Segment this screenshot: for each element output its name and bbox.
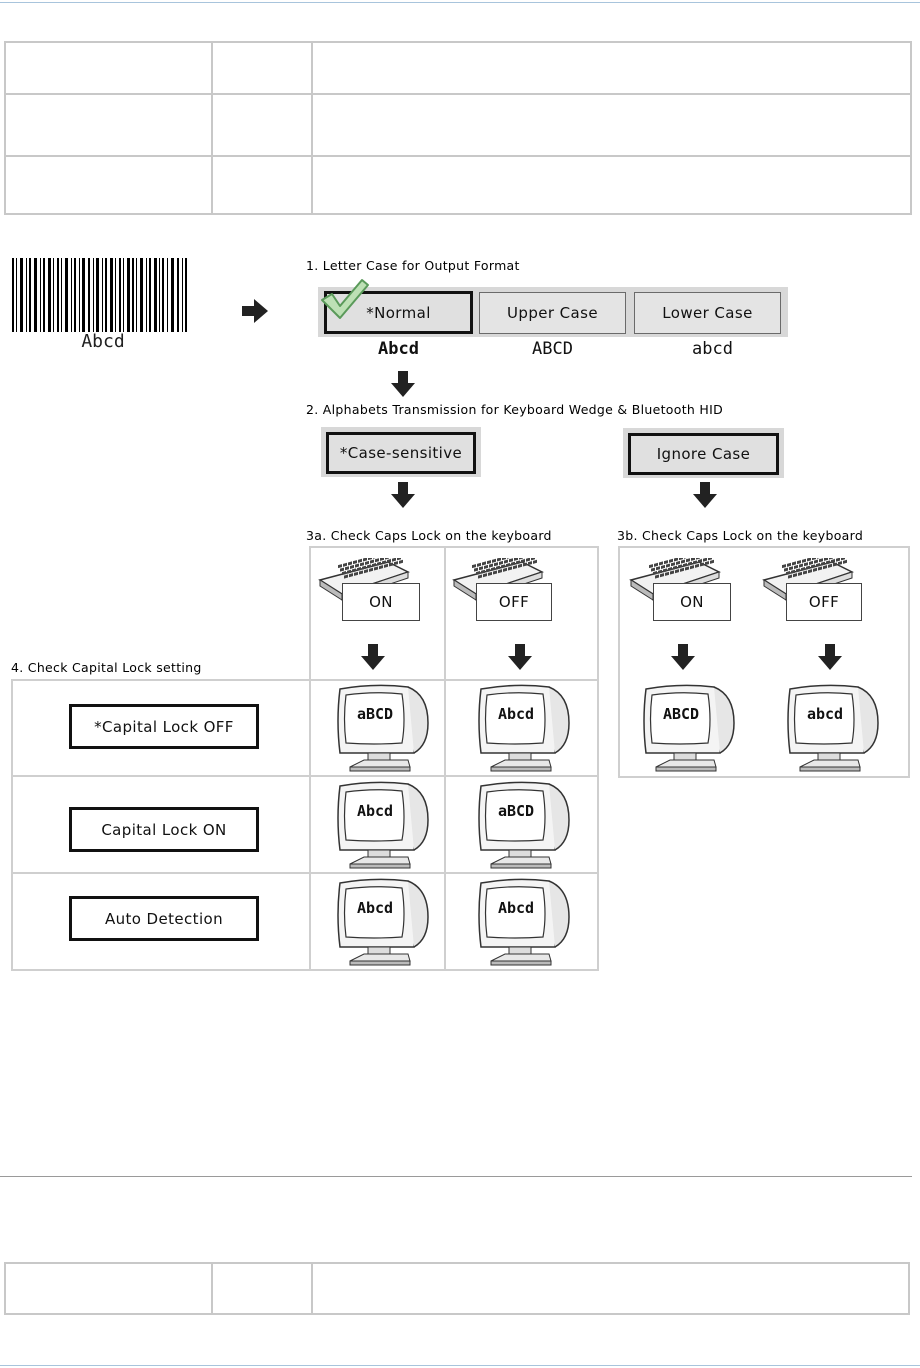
caps-on-text: ON: [369, 593, 393, 611]
monitor-icon: ABCD: [640, 683, 740, 775]
sample-upper: ABCD: [532, 339, 573, 359]
monitor-output-text: Abcd: [497, 899, 535, 917]
monitor-icon: aBCD: [334, 683, 434, 775]
capital-lock-on-option[interactable]: Capital Lock ON: [69, 807, 259, 852]
monitor-output-text: abcd: [806, 705, 844, 723]
barcode: Abcd: [10, 256, 190, 352]
caps-off-text: OFF: [808, 593, 840, 611]
monitor-output-text: aBCD: [497, 802, 535, 820]
checkmark-icon: [321, 279, 369, 319]
monitor-icon: Abcd: [475, 683, 575, 775]
lower-case-option[interactable]: Lower Case: [634, 292, 781, 334]
case-sensitive-option[interactable]: *Case-sensitive: [326, 432, 476, 474]
section-divider: [0, 1176, 912, 1177]
arrow-down-icon: [391, 371, 415, 397]
top-rule: [0, 2, 920, 3]
monitor-output-text: ABCD: [662, 705, 700, 723]
case-sensitive-label: *Case-sensitive: [339, 444, 463, 462]
top-table: [4, 41, 912, 215]
arrow-down-icon: [391, 482, 415, 508]
monitor-icon: Abcd: [475, 877, 575, 969]
arrow-down-icon: [693, 482, 717, 508]
arrow-down-icon: [671, 644, 695, 670]
step3b-title: 3b. Check Caps Lock on the keyboard: [617, 528, 864, 543]
ignore-case-option[interactable]: Ignore Case: [628, 433, 779, 475]
arrow-down-icon: [508, 644, 532, 670]
bottom-rule: [0, 1365, 920, 1366]
result-cell: [444, 872, 599, 971]
upper-case-option[interactable]: Upper Case: [479, 292, 626, 334]
monitor-icon: Abcd: [334, 877, 434, 969]
sample-lower: abcd: [692, 339, 733, 359]
capital-lock-off-option[interactable]: *Capital Lock OFF: [69, 704, 259, 749]
arrow-down-icon: [361, 644, 385, 670]
caps-off-label-3a: OFF: [476, 583, 552, 621]
caps-on-text: ON: [680, 593, 704, 611]
capital-lock-off-label: *Capital Lock OFF: [94, 717, 234, 736]
monitor-output-text: aBCD: [356, 705, 394, 723]
bottom-table: [4, 1262, 910, 1315]
step3a-title: 3a. Check Caps Lock on the keyboard: [306, 528, 552, 543]
arrow-down-icon: [818, 644, 842, 670]
step2-title: 2. Alphabets Transmission for Keyboard W…: [306, 402, 724, 417]
caps-off-text: OFF: [498, 593, 530, 611]
upper-case-option-label: Upper Case: [507, 304, 598, 322]
barcode-bars: [12, 258, 187, 332]
caps-on-label-3a: ON: [342, 583, 420, 621]
monitor-output-text: Abcd: [356, 802, 394, 820]
sample-normal: Abcd: [378, 339, 419, 359]
normal-option-label: *Normal: [366, 303, 431, 322]
caps-off-label-3b: OFF: [786, 583, 862, 621]
monitor-icon: aBCD: [475, 780, 575, 872]
arrow-right-icon: [242, 299, 268, 323]
ignore-case-grid: [618, 546, 910, 778]
lower-case-option-label: Lower Case: [662, 304, 753, 322]
step4-title: 4. Check Capital Lock setting: [11, 660, 202, 675]
monitor-output-text: Abcd: [356, 899, 394, 917]
step1-title: 1. Letter Case for Output Format: [306, 258, 520, 273]
monitor-icon: Abcd: [334, 780, 434, 872]
barcode-text: Abcd: [81, 331, 125, 352]
capital-lock-on-label: Capital Lock ON: [101, 820, 227, 839]
monitor-output-text: Abcd: [497, 705, 535, 723]
monitor-icon: abcd: [784, 683, 884, 775]
caps-on-label-3b: ON: [653, 583, 731, 621]
auto-detection-label: Auto Detection: [104, 909, 224, 928]
auto-detection-option[interactable]: Auto Detection: [69, 896, 259, 941]
ignore-case-label: Ignore Case: [656, 445, 751, 463]
